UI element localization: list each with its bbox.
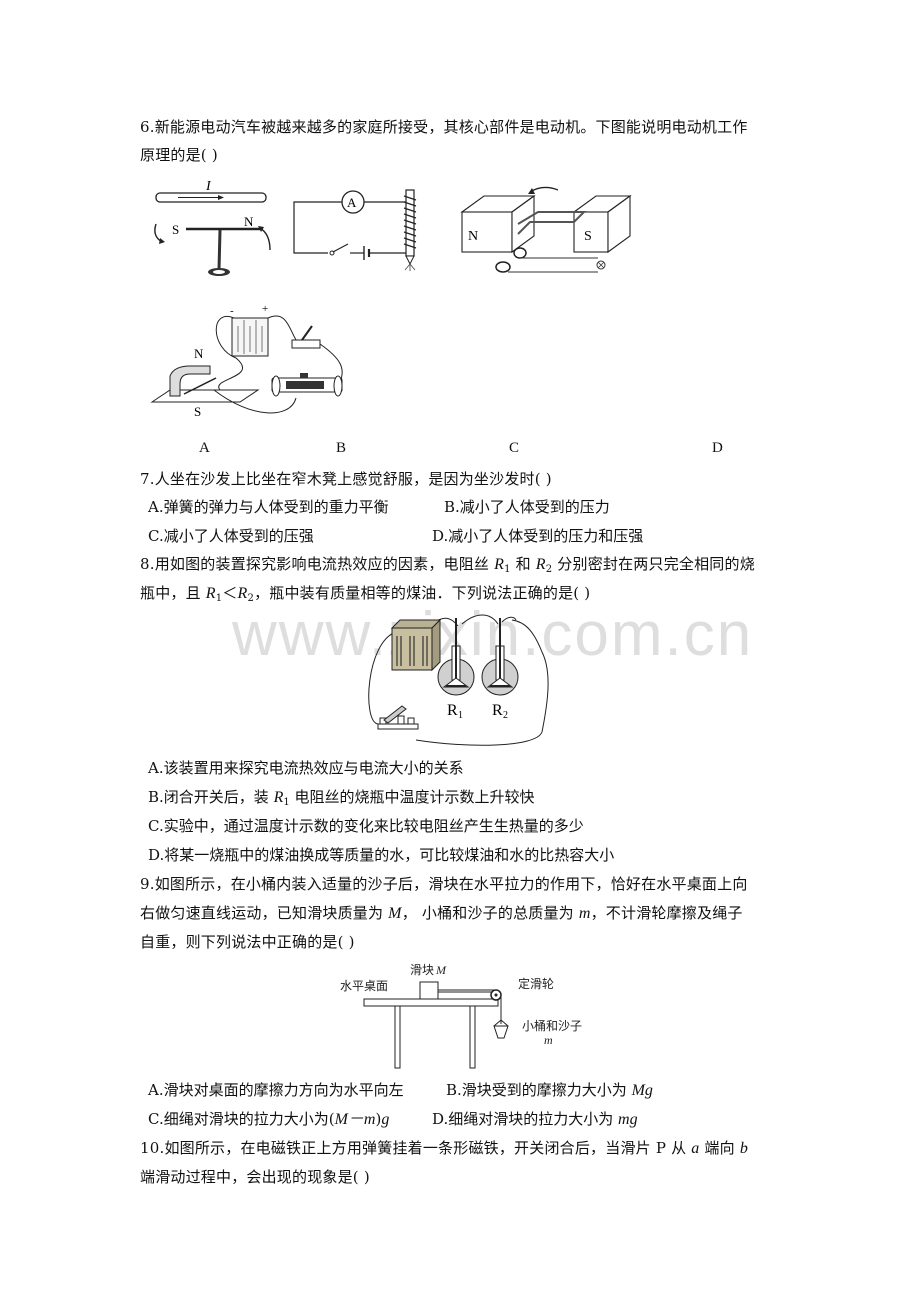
label-r1-sub: 1 [458,710,463,721]
subscript: 1 [504,564,511,575]
label-r2-sub: 2 [503,710,508,721]
label-bucket: 小桶和沙子 [522,1018,582,1033]
pole-n-label-d: N [194,346,204,361]
pole-n: N [244,214,254,229]
var-r: R [205,585,216,602]
q7-stem: 7.人坐在沙发上比坐在窄木凳上感觉舒服，是因为坐沙发时( ) [140,470,552,488]
var-r: R [237,585,248,602]
var-Mg: Mg [631,1082,653,1099]
var-r: R [494,556,505,573]
q9-stem-line3: 自重，则下列说法中正确的是( ) [140,933,355,951]
q10-stem-line2: 端滑动过程中，会出现的现象是( ) [140,1168,370,1186]
var-r: R [535,556,546,573]
q9-figure-pulley: 水平桌面 滑块 M 定滑轮 小桶和沙子 m [340,962,590,1070]
q8-option-a[interactable]: A.该装置用来探究电流热效应与电流大小的关系 [148,759,464,777]
q8-stem-text: 和 [510,555,536,573]
label-bucket-var: m [544,1033,553,1047]
pole-n-label: N [468,229,478,244]
q9-stem-text: 右做匀速直线运动，已知滑块质量为 [140,904,389,922]
ammeter-label: A [347,195,357,210]
var-M-minus-m: M－m [334,1111,376,1128]
plus-label: + [262,303,268,315]
q6-figure-a: I S N [148,178,273,278]
q10-stem-text: 10.如图所示，在电磁铁正上方用弹簧挂着一条形磁铁，开关闭合后，当滑片 P 从 [140,1139,692,1157]
option-text: 电阻丝的烧瓶中温度计示数上升较快 [289,788,535,806]
q9-stem-text: ，不计滑轮摩擦及绳子 [590,904,743,922]
q8-option-b[interactable]: B.闭合开关后，装 R1 电阻丝的烧瓶中温度计示数上升较快 [148,787,535,808]
pole-s-label-d: S [194,404,201,419]
q10-stem-line1: 10.如图所示，在电磁铁正上方用弹簧挂着一条形磁铁，开关闭合后，当滑片 P 从 … [140,1138,748,1159]
subscript: 2 [545,564,553,575]
label-block: 滑块 [410,963,434,977]
label-r2: R [492,702,503,719]
pole-s: S [172,222,179,237]
watermark: www.zixin.com.cn [232,600,754,669]
q8-stem-text: ，瓶中装有质量相等的煤油．下列说法正确的是( ) [254,584,591,602]
q8-stem-text: 8.用如图的装置探究影响电流热效应的因素，电阻丝 [140,555,495,573]
q7-option-a[interactable]: A.弹簧的弹力与人体受到的重力平衡 [148,498,389,516]
q8-stem-text: 分别密封在两只完全相同的烧 [552,555,755,573]
q6-figure-b: A [292,186,427,274]
q7-option-d[interactable]: D.减小了人体受到的压力和压强 [432,527,644,545]
less-than-sign: ＜ [222,584,238,602]
q9-option-b[interactable]: B.滑块受到的摩擦力大小为 Mg [446,1080,653,1101]
option-text: B.滑块受到的摩擦力大小为 [446,1081,632,1099]
subscript: 1 [215,593,223,604]
var-m: m [578,905,591,922]
option-text: B.闭合开关后，装 [148,788,274,806]
current-label: I [205,179,212,194]
q6-stem-line2: 原理的是( ) [140,146,218,164]
q9-option-d[interactable]: D.细绳对滑块的拉力大小为 mg [432,1109,638,1130]
q7-option-c[interactable]: C.减小了人体受到的压强 [148,527,314,545]
var-b: b [739,1140,749,1157]
q10-stem-text: 端向 [699,1139,740,1157]
q6-figure-label-b: B [336,440,347,456]
subscript: 1 [283,797,290,808]
label-r1: R [447,702,458,719]
pole-s-label: S [584,229,592,244]
q8-option-d[interactable]: D.将某一烧瓶中的煤油换成等质量的水，可比较煤油和水的比热容大小 [148,846,615,864]
minus-label: - [230,305,234,317]
q8-stem-text: 瓶中，且 [140,584,206,602]
q9-stem-line1: 9.如图所示，在小桶内装入适量的沙子后，滑块在水平拉力的作用下，恰好在水平桌面上… [140,875,748,893]
q9-option-a[interactable]: A.滑块对桌面的摩擦力方向为水平向左 [148,1081,404,1099]
subscript: 2 [247,593,255,604]
q6-figure-label-c: C [509,440,520,456]
label-block-var: M [435,963,447,977]
q8-figure-joule-heating: R 1 R 2 [366,612,549,746]
var-M: M [388,905,402,922]
q8-option-c[interactable]: C.实验中，通过温度计示数的变化来比较电阻丝产生生热量的多少 [148,817,584,835]
label-table: 水平桌面 [340,979,388,993]
var-a: a [691,1140,700,1157]
q8-stem-line2: 瓶中，且 R1＜R2，瓶中装有质量相等的煤油．下列说法正确的是( ) [140,583,590,604]
q9-option-c[interactable]: C.细绳对滑块的拉力大小为(M－m)g [148,1109,389,1130]
option-text: D.细绳对滑块的拉力大小为 [432,1110,619,1128]
var-mg: mg [618,1111,638,1128]
var-r: R [273,789,284,806]
q6-stem-line1: 6.新能源电动汽车被越来越多的家庭所接受，其核心部件是电动机。下图能说明电动机工… [140,118,748,136]
option-text: C.细绳对滑块的拉力大小为( [148,1110,335,1128]
q6-figure-d: - + N S [150,298,365,423]
q7-option-b[interactable]: B.减小了人体受到的压力 [444,498,610,516]
q8-stem-line1: 8.用如图的装置探究影响电流热效应的因素，电阻丝 R1 和 R2 分别密封在两只… [140,554,755,575]
q6-figure-c: N S [458,182,638,277]
var-g: g [381,1111,390,1128]
q6-figure-label-d: D [712,440,723,456]
label-pulley: 定滑轮 [518,976,554,991]
option-text: ) [375,1110,382,1128]
q9-stem-line2: 右做匀速直线运动，已知滑块质量为 M， 小桶和沙子的总质量为 m，不计滑轮摩擦及… [140,903,743,924]
q9-stem-text: ， 小桶和沙子的总质量为 [401,904,579,922]
q6-figure-label-a: A [199,440,210,456]
